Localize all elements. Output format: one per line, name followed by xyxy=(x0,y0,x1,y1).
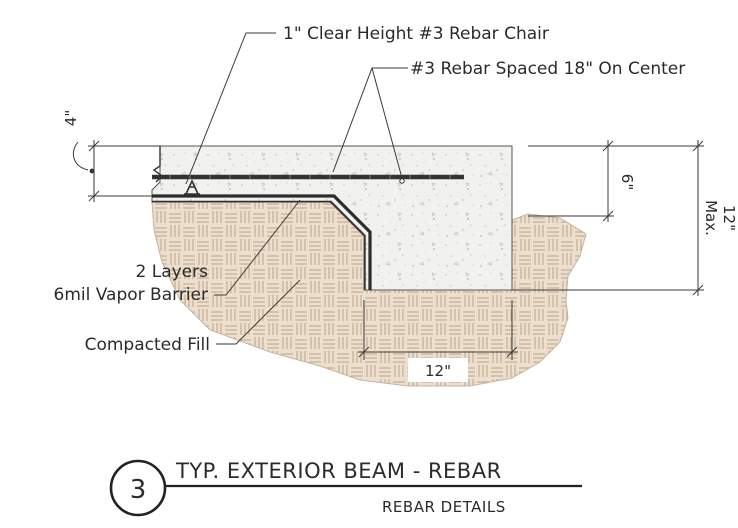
rebar-chair xyxy=(184,179,200,195)
vapor-barrier-callout-line2: 6mil Vapor Barrier xyxy=(54,285,208,305)
beam-total-depth-dimension: 12" Max. xyxy=(512,140,738,296)
concrete-slab-beam xyxy=(151,145,513,291)
rebar-callout: #3 Rebar Spaced 18" On Center xyxy=(410,59,685,79)
detail-number: 3 xyxy=(130,475,147,505)
svg-text:Max.: Max. xyxy=(702,200,720,236)
detail-number-circle xyxy=(109,459,167,517)
detail-title: TYP. EXTERIOR BEAM - REBAR xyxy=(175,459,502,483)
beam-width-dimension: 12" xyxy=(358,300,518,382)
beam-drop-dimension: 6" xyxy=(528,140,636,222)
detail-subtitle: REBAR DETAILS xyxy=(382,498,506,516)
vapor-barrier xyxy=(152,194,372,290)
vapor-barrier-callout-line1: 2 Layers xyxy=(136,262,209,282)
rebar-ribs xyxy=(169,175,451,179)
svg-text:12": 12" xyxy=(720,205,738,231)
title-block: 3 TYP. EXTERIOR BEAM - REBAR REBAR DETAI… xyxy=(109,459,582,517)
rebar-section-dot xyxy=(399,178,405,184)
slab-thickness-dimension: 4" xyxy=(62,110,160,202)
svg-text:6": 6" xyxy=(618,174,636,190)
svg-text:12": 12" xyxy=(425,362,451,380)
compacted-fill-callout: Compacted Fill xyxy=(85,335,210,355)
chair-callout: 1" Clear Height #3 Rebar Chair xyxy=(283,24,549,44)
svg-text:4": 4" xyxy=(62,110,80,126)
